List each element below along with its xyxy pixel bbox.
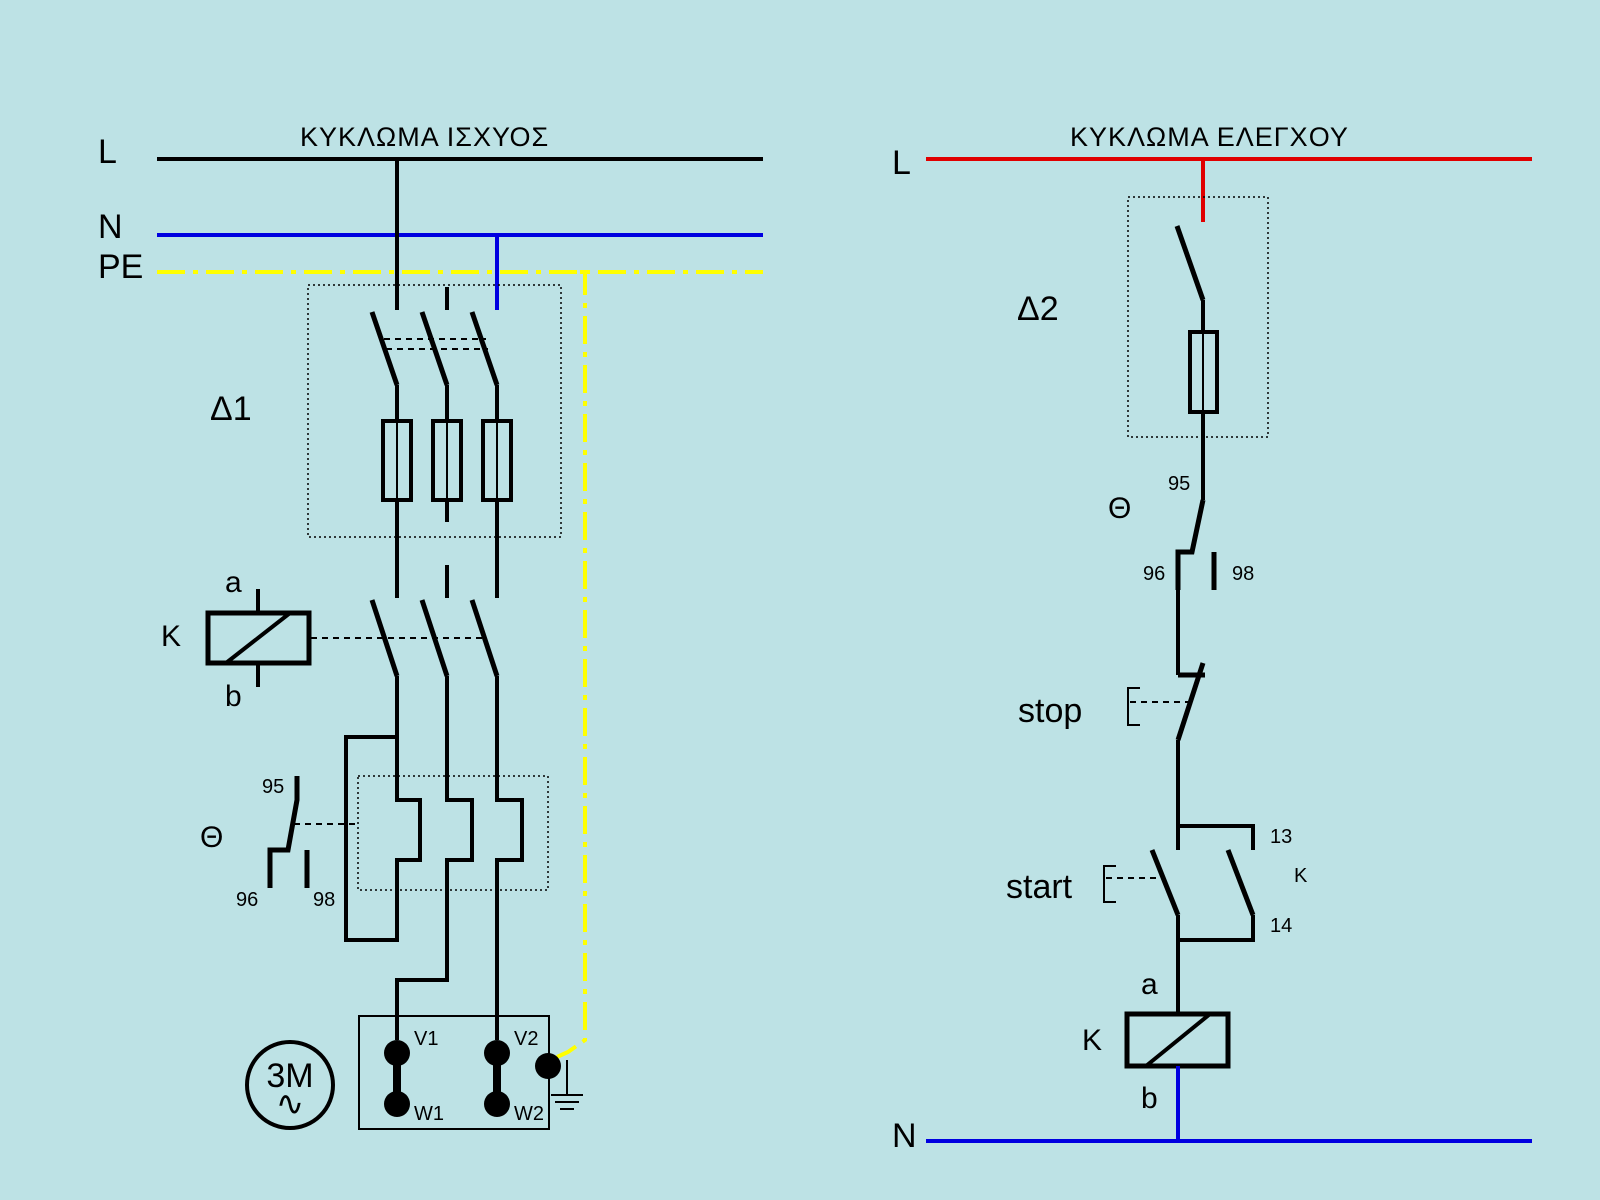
overload-path-3 [495,737,524,1040]
start-button-icon [1103,865,1116,903]
contactor-label: K [161,620,181,653]
stop-button-icon [1127,687,1140,726]
aux-14-label: 14 [1270,915,1292,937]
overload-path-2 [395,737,474,1040]
terminal-w1-label: W1 [414,1103,444,1125]
overload-95-label: 95 [262,776,284,798]
start-label: start [1006,868,1073,906]
terminal-w2 [484,1091,510,1117]
aux-k-label: K [1294,865,1308,887]
holding-contact-blade [1225,849,1256,916]
breaker-d2-box [1127,196,1269,438]
breaker-d2-label: Δ2 [1017,290,1059,328]
control-coil-label: K [1082,1024,1102,1057]
stop-label: stop [1018,692,1082,730]
start-blade [1149,849,1181,916]
terminal-pe [535,1053,561,1079]
d2-blade [1174,225,1206,301]
overload-box [357,775,549,891]
control-coil-slash [1144,1012,1212,1068]
terminal-w1 [384,1091,410,1117]
overload-96-label: 96 [236,889,258,911]
power-bus-n-label: N [98,208,123,246]
control-coil-b-label: b [1141,1082,1158,1115]
control-bus-n-label: N [892,1117,917,1155]
terminal-v2 [484,1040,510,1066]
start-parallel-top [1178,824,1255,850]
aux-13-label: 13 [1270,826,1292,848]
control-overload-label: Θ [1108,492,1131,525]
start-parallel-bottom [1176,915,1255,942]
control-overload-96-label: 96 [1143,563,1165,585]
pe-conductor [556,270,587,1059]
contactor-blade-3 [469,599,500,677]
overload-outer-path [344,735,422,942]
control-overload-95-label: 95 [1168,473,1190,495]
power-circuit-title: ΚΥΚΛΩΜΑ ΙΣΧΥΟΣ [300,122,549,152]
contactor-terminal-b-label: b [225,680,242,713]
control-overload-contact [1175,499,1206,590]
motor-ac-icon: ∿ [276,1085,305,1123]
breaker-d1-box [307,284,562,538]
power-bus-l-label: L [98,133,117,171]
overload-label: Θ [200,821,223,854]
terminal-v1-label: V1 [414,1028,438,1050]
control-overload-98-label: 98 [1232,563,1254,585]
power-circuit: ΚΥΚΛΩΜΑ ΙΣΧΥΟΣ L N PE Δ1 [98,122,763,1130]
contactor-terminal-a-label: a [225,566,242,599]
control-coil-a-label: a [1141,968,1158,1001]
power-bus-pe-label: PE [98,248,143,286]
contactor-coil-slash [224,611,292,665]
control-circuit: ΚΥΚΛΩΜΑ ΕΛΕΓΧΟΥ L N Δ2 Θ 95 96 98 stop [892,122,1532,1155]
d1-blade-3 [469,311,500,386]
terminal-v2-label: V2 [514,1028,538,1050]
overload-98-label: 98 [313,889,335,911]
breaker-d1-label: Δ1 [210,390,252,428]
ground-icon [551,1060,583,1110]
d1-blade-1 [369,311,400,386]
control-circuit-title: ΚΥΚΛΩΜΑ ΕΛΕΓΧΟΥ [1070,122,1349,152]
terminal-w2-label: W2 [514,1103,544,1125]
terminal-v1 [384,1040,410,1066]
control-bus-l-label: L [892,144,911,182]
contactor-blade-1 [369,599,400,677]
motor-label: 3M [266,1057,313,1095]
overload-aux-contact [267,776,300,888]
motor-icon [245,1040,335,1130]
